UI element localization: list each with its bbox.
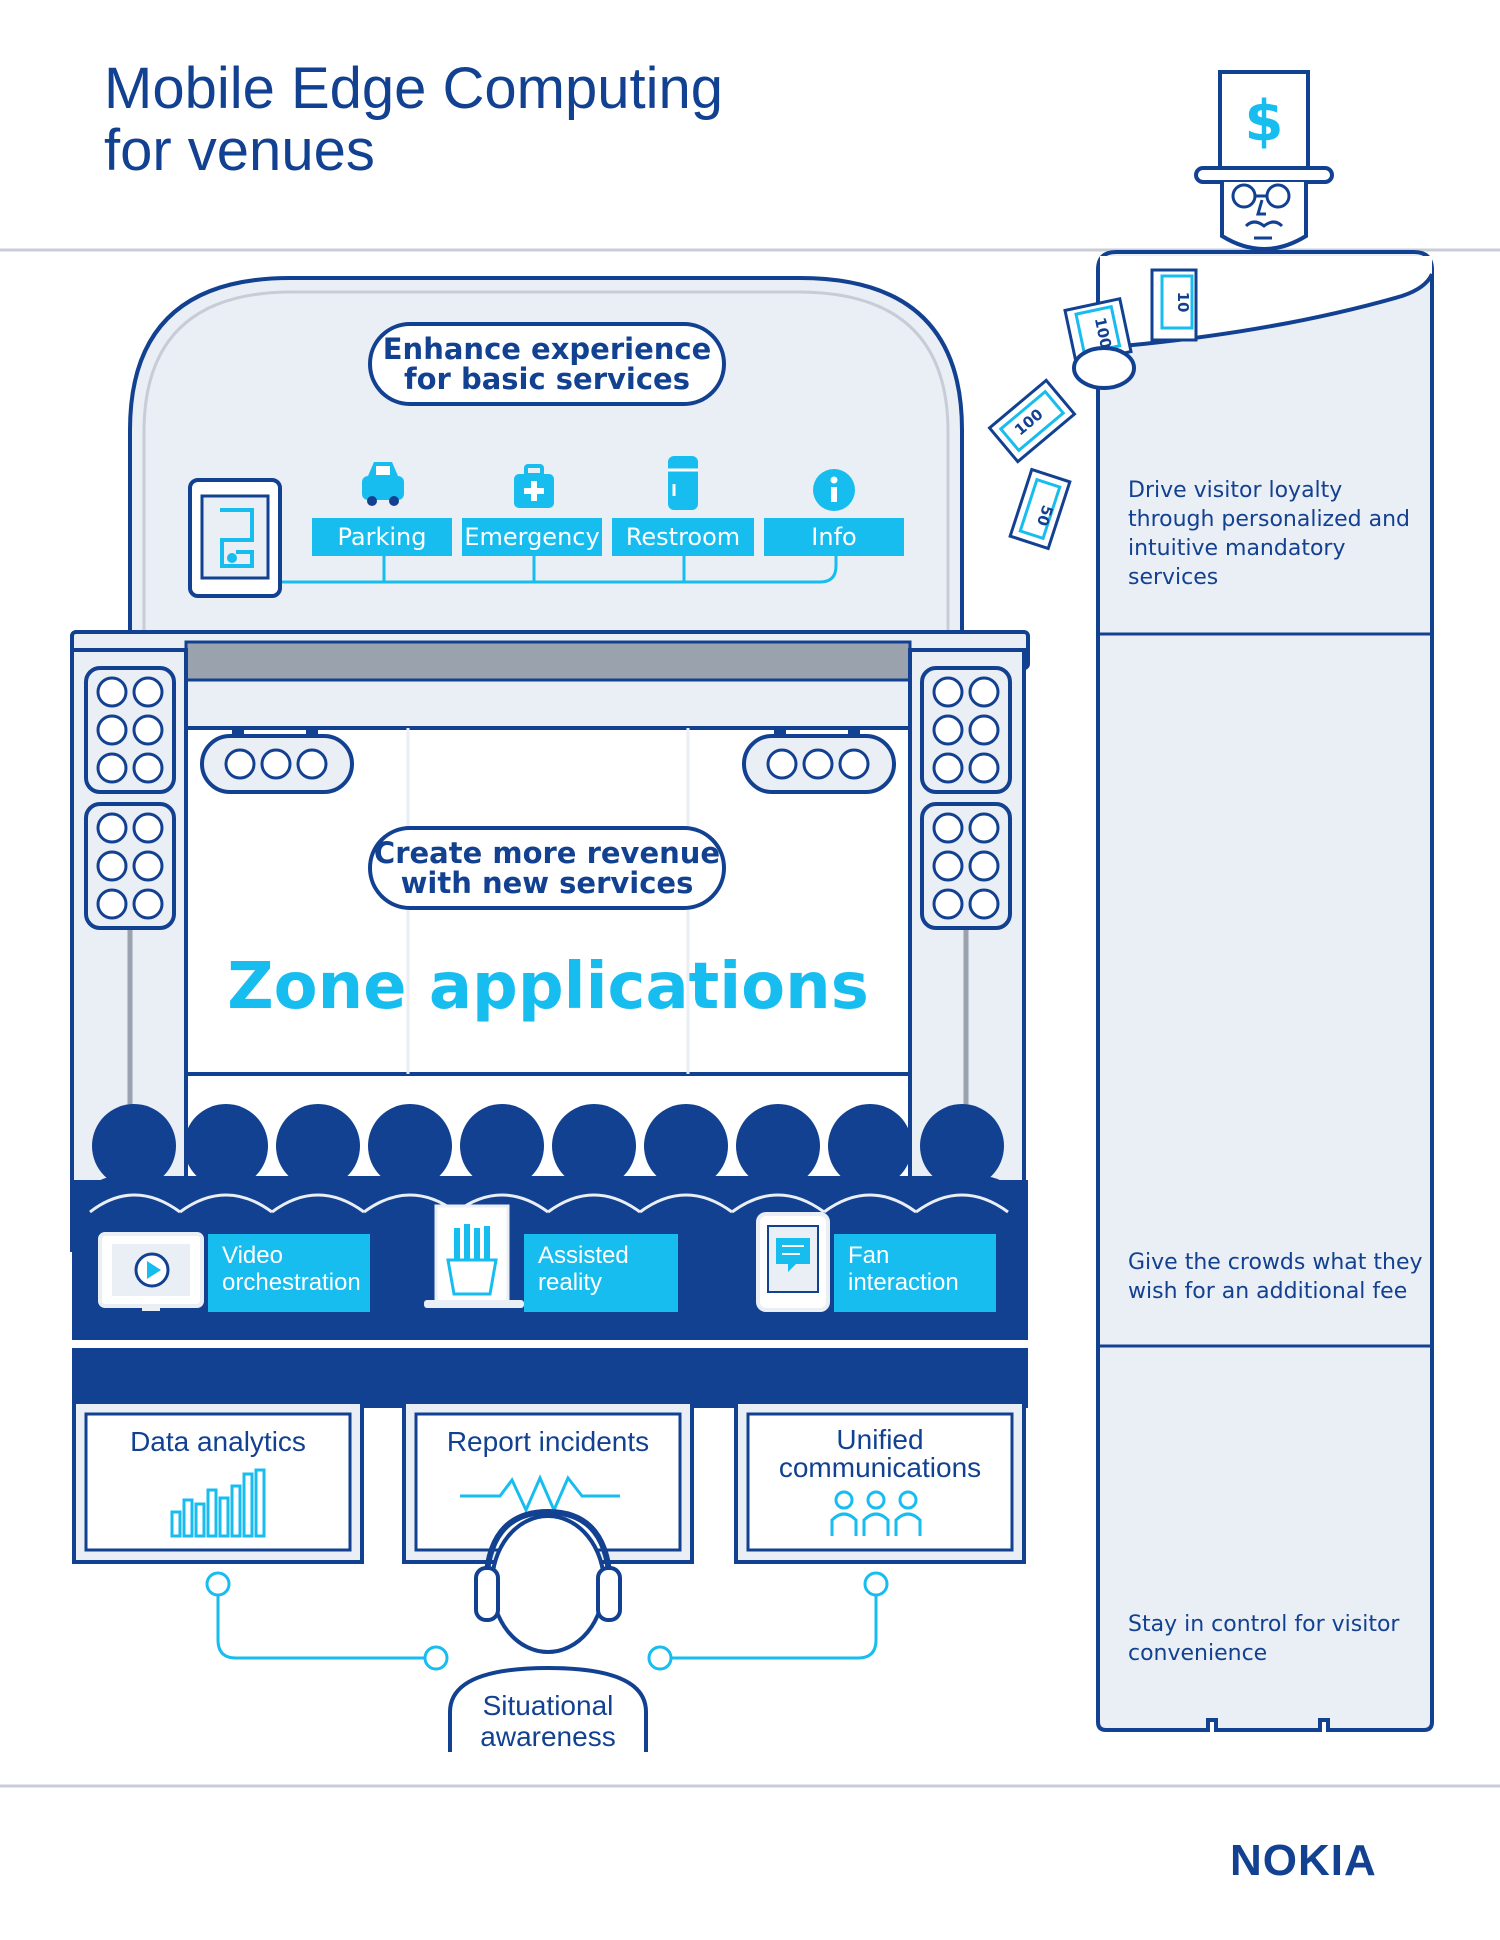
- svg-text:50: 50: [1033, 503, 1057, 528]
- page-title: Mobile Edge Computing for venues: [104, 58, 723, 182]
- basic-services-heading-line-1: Enhance experience: [382, 332, 712, 366]
- service-parking[interactable]: Parking: [312, 518, 452, 556]
- tablet-icon: [188, 478, 282, 598]
- floodlight-left-top: [84, 666, 176, 794]
- money-notes: [987, 268, 1198, 551]
- monitor-title-unified-line-1: Unified: [836, 1424, 924, 1455]
- info-icon: [813, 469, 855, 511]
- situational-awareness-label: Situational awareness: [460, 1690, 636, 1752]
- floodlight-right-top: [920, 666, 1012, 794]
- monitor-title-unified-communications: Unified communications: [748, 1426, 1012, 1482]
- service-info[interactable]: Info: [764, 518, 904, 556]
- basic-services-heading: Enhance experience for basic services: [368, 322, 726, 406]
- app-assisted-line-2: reality: [538, 1269, 603, 1296]
- app-video-line-2: orchestration: [222, 1269, 361, 1296]
- spotlight-left: [200, 728, 354, 794]
- side-text-control: Stay in control for visitor convenience: [1128, 1612, 1400, 1666]
- monitor-title-unified-line-2: communications: [778, 1452, 982, 1483]
- title-line-1: Mobile Edge Computing: [104, 56, 724, 121]
- top-hat-man: [1194, 70, 1334, 251]
- service-emergency[interactable]: Emergency: [462, 518, 602, 556]
- app-video-line-1: Video: [222, 1242, 283, 1269]
- revenue-heading: Create more revenue with new services: [368, 826, 726, 910]
- situational-awareness-line-2: awareness: [480, 1721, 616, 1752]
- fries-icon: [424, 1204, 524, 1308]
- app-assisted-reality[interactable]: Assisted reality: [524, 1234, 678, 1312]
- side-ticket-panel: [1096, 250, 1434, 1732]
- monitor-unified-communications: [734, 1400, 1026, 1564]
- monitor-title-report-incidents: Report incidents: [416, 1428, 680, 1456]
- first-aid-kit-icon: [514, 464, 554, 508]
- service-restroom[interactable]: Restroom: [612, 518, 754, 556]
- operator-with-headset: [448, 1508, 648, 1752]
- svg-text:10: 10: [1174, 292, 1192, 313]
- monitor-data-analytics: [72, 1400, 364, 1564]
- app-fan-interaction[interactable]: Fan interaction: [834, 1234, 996, 1312]
- car-icon: [362, 462, 404, 506]
- situational-awareness-line-1: Situational: [482, 1690, 614, 1721]
- revenue-heading-line-2: with new services: [400, 866, 694, 900]
- zone-applications-title: Zone applications: [227, 950, 869, 1024]
- dollar-sign: $: [1245, 89, 1284, 154]
- restroom-icon: [668, 456, 698, 510]
- monitor-title-data-analytics: Data analytics: [86, 1428, 350, 1456]
- monitor-title-report-incidents-line-1: Report incidents: [446, 1426, 650, 1457]
- app-fan-line-2: interaction: [848, 1269, 959, 1296]
- video-play-icon: [98, 1232, 204, 1311]
- monitor-title-data-analytics-line-1: Data analytics: [130, 1426, 306, 1457]
- floodlight-left-bottom: [84, 802, 176, 930]
- spotlight-right: [742, 728, 896, 794]
- app-video-orchestration[interactable]: Video orchestration: [208, 1234, 370, 1312]
- side-text-loyalty: Drive visitor loyalty through personaliz…: [1128, 478, 1410, 590]
- chat-tablet-icon: [756, 1212, 830, 1312]
- app-fan-line-1: Fan: [848, 1242, 890, 1269]
- operator-connections: [205, 1571, 889, 1671]
- revenue-heading-line-1: Create more revenue: [373, 836, 721, 870]
- nokia-logo: NOKIA: [1230, 1836, 1377, 1885]
- basic-services-heading-line-2: for basic services: [404, 362, 690, 396]
- floodlight-right-bottom: [920, 802, 1012, 930]
- app-assisted-line-1: Assisted: [538, 1242, 629, 1269]
- side-text-crowds: Give the crowds what they wish for an ad…: [1128, 1250, 1423, 1304]
- title-line-2: for venues: [104, 118, 375, 183]
